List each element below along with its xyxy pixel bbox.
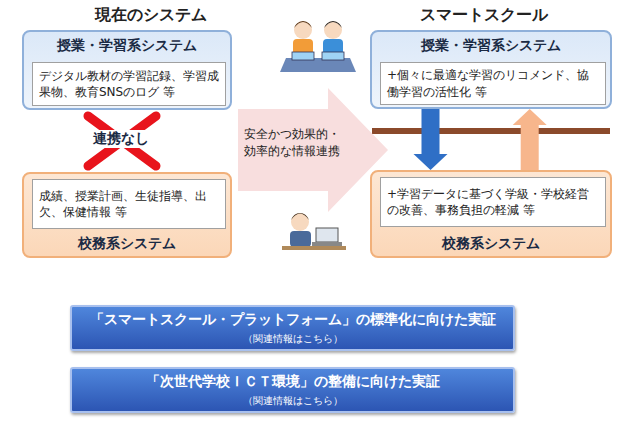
node-text: 安全かつ効果的・効率的な情報連携 — [244, 126, 344, 160]
flow-arrow — [414, 109, 448, 170]
link-button: 「次世代学校ＩＣＴ環境」の整備に向けた実証 （関連情報はこちら） — [70, 367, 515, 413]
content-box: +個々に最適な学習のリコメンド、協働学習の活性化 等 — [380, 62, 606, 105]
link-button: 「スマートスクール・プラットフォーム」の標準化に向けた実証 （関連情報はこちら） — [70, 305, 515, 351]
node-text: +個々に最適な学習のリコメンド、協働学習の活性化 等 — [387, 67, 599, 99]
no-link-cross — [88, 116, 156, 166]
node-text: +学習データに基づく学級・学校経営の改善、事務負担の軽減 等 — [387, 186, 599, 218]
system-box: 校務系システム +学習データに基づく学級・学校経営の改善、事務負担の軽減 等 — [370, 170, 612, 258]
no-link-label: 連携なし — [91, 130, 151, 148]
content-box: 成績、授業計画、生徒指導、出欠、保健情報 等 — [32, 179, 226, 229]
teacher-illustration — [282, 213, 346, 250]
node-text: 授業・学習系システム — [372, 32, 610, 58]
section-heading: 現在のシステム — [95, 5, 207, 26]
flow-arrow — [513, 109, 547, 170]
students-illustration — [280, 21, 356, 72]
node-text: 授業・学習系システム — [24, 32, 230, 58]
node-subtext: （関連情報はこちら） — [243, 332, 343, 346]
platform-bar — [372, 128, 610, 134]
section-heading: スマートスクール — [420, 5, 548, 26]
system-box: 授業・学習系システム +個々に最適な学習のリコメンド、協働学習の活性化 等 — [370, 30, 612, 109]
content-box: +学習データに基づく学級・学校経営の改善、事務負担の軽減 等 — [380, 177, 606, 227]
arrow-body — [238, 88, 388, 212]
system-box: 授業・学習系システムデジタル教材の学習記録、学習成果物、教育SNSのログ 等 — [22, 30, 232, 110]
node-text: デジタル教材の学習記録、学習成果物、教育SNSのログ 等 — [39, 68, 219, 100]
node-subtext: （関連情報はこちら） — [243, 394, 343, 408]
node-text: 「次世代学校ＩＣＴ環境」の整備に向けた実証 — [146, 373, 440, 391]
system-box: 校務系システム 成績、授業計画、生徒指導、出欠、保健情報 等 — [22, 172, 232, 258]
flow-arrow: 安全かつ効果的・効率的な情報連携 — [238, 88, 388, 212]
node-text: 成績、授業計画、生徒指導、出欠、保健情報 等 — [39, 188, 219, 220]
content-box: デジタル教材の学習記録、学習成果物、教育SNSのログ 等 — [32, 62, 226, 106]
node-text: 校務系システム — [372, 230, 610, 256]
node-text: 「スマートスクール・プラットフォーム」の標準化に向けた実証 — [90, 311, 496, 329]
node-text: 校務系システム — [24, 230, 230, 256]
